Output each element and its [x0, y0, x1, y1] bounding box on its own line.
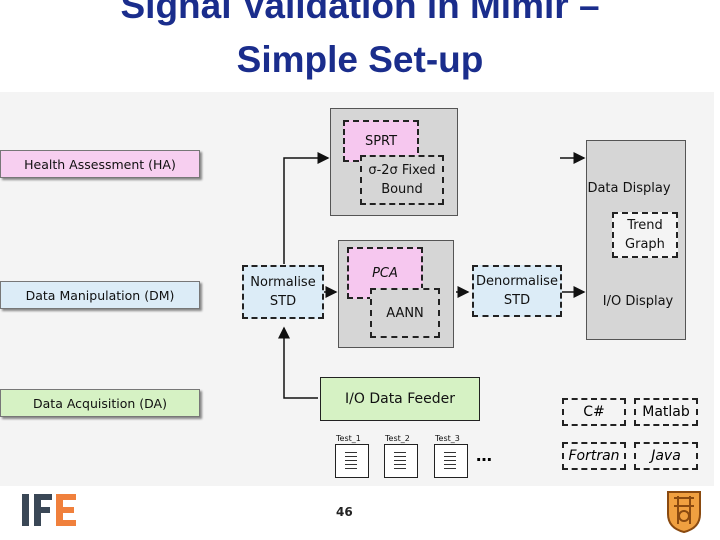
lang-fortran: Fortran [562, 442, 626, 470]
test-label-1: Test_1 [336, 434, 361, 443]
io-data-feeder-box: I/O Data Feeder [320, 377, 480, 421]
more-tests-ellipsis: … [476, 446, 493, 465]
lang-java: Java [634, 442, 698, 470]
crest-emblem-icon [667, 491, 701, 534]
page-number: 46 [336, 505, 353, 519]
layer-data-acquisition: Data Acquisition (DA) [0, 389, 200, 417]
io-display-label: I/O Display [602, 293, 674, 309]
layer-health-assessment: Health Assessment (HA) [0, 150, 200, 178]
test-file-icon-1 [335, 444, 369, 478]
layer-data-manipulation: Data Manipulation (DM) [0, 281, 200, 309]
denormalise-box: Denormalise STD [472, 265, 562, 317]
feeder-to-normalise-line [278, 326, 318, 399]
normalise-box: Normalise STD [242, 265, 324, 319]
normalise-to-ha-line [283, 152, 330, 264]
ife-logo [22, 494, 76, 526]
test-label-3: Test_3 [435, 434, 460, 443]
lang-matlab: Matlab [634, 398, 698, 426]
data-display-label: Data Display [587, 180, 671, 196]
fixed-bound-box: σ-2σ Fixed Bound [360, 155, 444, 205]
aann-box: AANN [370, 288, 440, 338]
lang-csharp: C# [562, 398, 626, 426]
test-label-2: Test_2 [385, 434, 410, 443]
slide-title-line1: Signal Validation in Mimir – [120, 0, 600, 26]
test-file-icon-2 [384, 444, 418, 478]
test-file-icon-3 [434, 444, 468, 478]
slide-title-line2: Simple Set-up [236, 39, 484, 80]
trend-graph-box: Trend Graph [612, 212, 678, 258]
